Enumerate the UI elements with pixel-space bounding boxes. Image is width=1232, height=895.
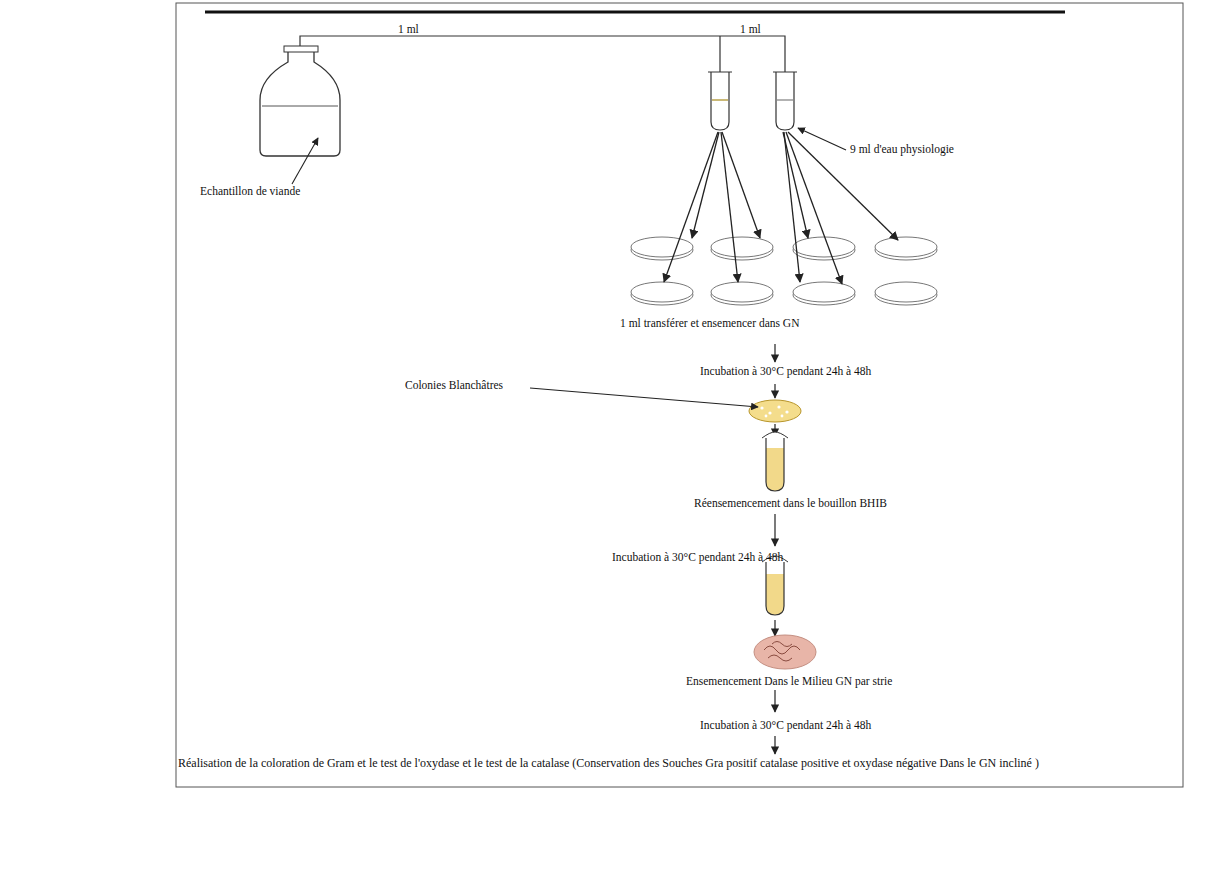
sample-bottle — [260, 50, 340, 156]
streaks — [764, 642, 800, 662]
colonies — [760, 405, 788, 417]
colony-label: Colonies Blanchâtres — [405, 378, 503, 392]
petri-dish — [793, 237, 855, 260]
leader-arrow — [798, 128, 846, 150]
petri-dish — [875, 282, 937, 305]
step-label: 1 ml transférer et ensemencer dans GN — [620, 316, 799, 330]
bottle-cap — [284, 46, 318, 52]
incubation-label: Incubation à 30°C pendant 24h à 48h — [700, 364, 871, 378]
sample-label: Echantillon de viande — [200, 184, 300, 198]
final-step-label: Réalisation de la coloration de Gram et … — [178, 756, 1228, 771]
colony-plate — [749, 400, 801, 422]
step-label: Réensemencement dans le bouillon BHIB — [694, 496, 887, 510]
volume-label: 1 ml — [740, 22, 761, 36]
bhib-tube — [762, 432, 788, 491]
leader-arrow — [530, 388, 758, 407]
petri-dish — [711, 237, 773, 260]
top-rule — [205, 11, 1065, 14]
petri-dish — [711, 282, 773, 305]
liquid-level — [262, 106, 338, 107]
streak-plate — [754, 635, 816, 669]
petri-dish — [793, 282, 855, 305]
incubation-label: Incubation à 30°C pendant 24h à 48h — [700, 718, 871, 732]
volume-label: 1 ml — [398, 22, 419, 36]
diluent-label: 9 ml d'eau physiologie — [850, 142, 954, 156]
step-label: Ensemencement Dans le Milieu GN par stri… — [686, 674, 892, 688]
petri-dish — [631, 237, 693, 260]
dilution-tubes — [708, 72, 797, 130]
incubation-label: Incubation à 30°C pendant 24h à 48h — [612, 550, 783, 564]
petri-dish — [631, 282, 693, 305]
petri-dish — [875, 237, 937, 260]
transfer-line — [300, 36, 785, 72]
leader-arrow — [292, 138, 318, 184]
frame — [176, 3, 1183, 787]
incubated-tube — [762, 556, 788, 615]
